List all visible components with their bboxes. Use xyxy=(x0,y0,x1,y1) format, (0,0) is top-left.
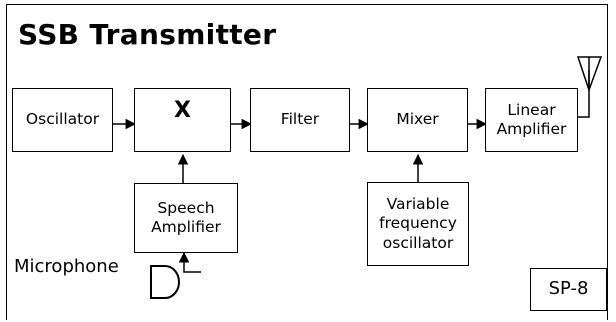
arrow-microphone-to-speech xyxy=(178,251,201,273)
linear-amplifier-label: Linear Amplifier xyxy=(496,100,567,138)
vfo-label: Variable frequency oscillator xyxy=(379,194,457,252)
page-label-box: SP-8 xyxy=(530,268,607,311)
antenna-feed-line xyxy=(578,70,590,118)
linear-amplifier-block: Linear Amplifier xyxy=(485,88,578,152)
mixer-block: Mixer xyxy=(367,88,468,152)
microphone-icon xyxy=(150,265,180,299)
diagram-frame xyxy=(6,4,608,320)
filter-block: Filter xyxy=(250,88,350,152)
speech-amplifier-block: Speech Amplifier xyxy=(134,183,238,253)
page-label: SP-8 xyxy=(548,278,589,300)
multiplier-label: X xyxy=(174,98,191,123)
speech-amplifier-label: Speech Amplifier xyxy=(151,198,221,236)
diagram-title: SSB Transmitter xyxy=(18,18,277,51)
mixer-label: Mixer xyxy=(396,110,439,129)
filter-label: Filter xyxy=(280,110,320,129)
oscillator-label: Oscillator xyxy=(25,110,100,129)
microphone-label: Microphone xyxy=(14,256,119,277)
antenna-icon xyxy=(576,56,603,93)
vfo-block: Variable frequency oscillator xyxy=(367,182,469,266)
multiplier-block: X xyxy=(134,88,231,152)
oscillator-block: Oscillator xyxy=(12,88,113,152)
